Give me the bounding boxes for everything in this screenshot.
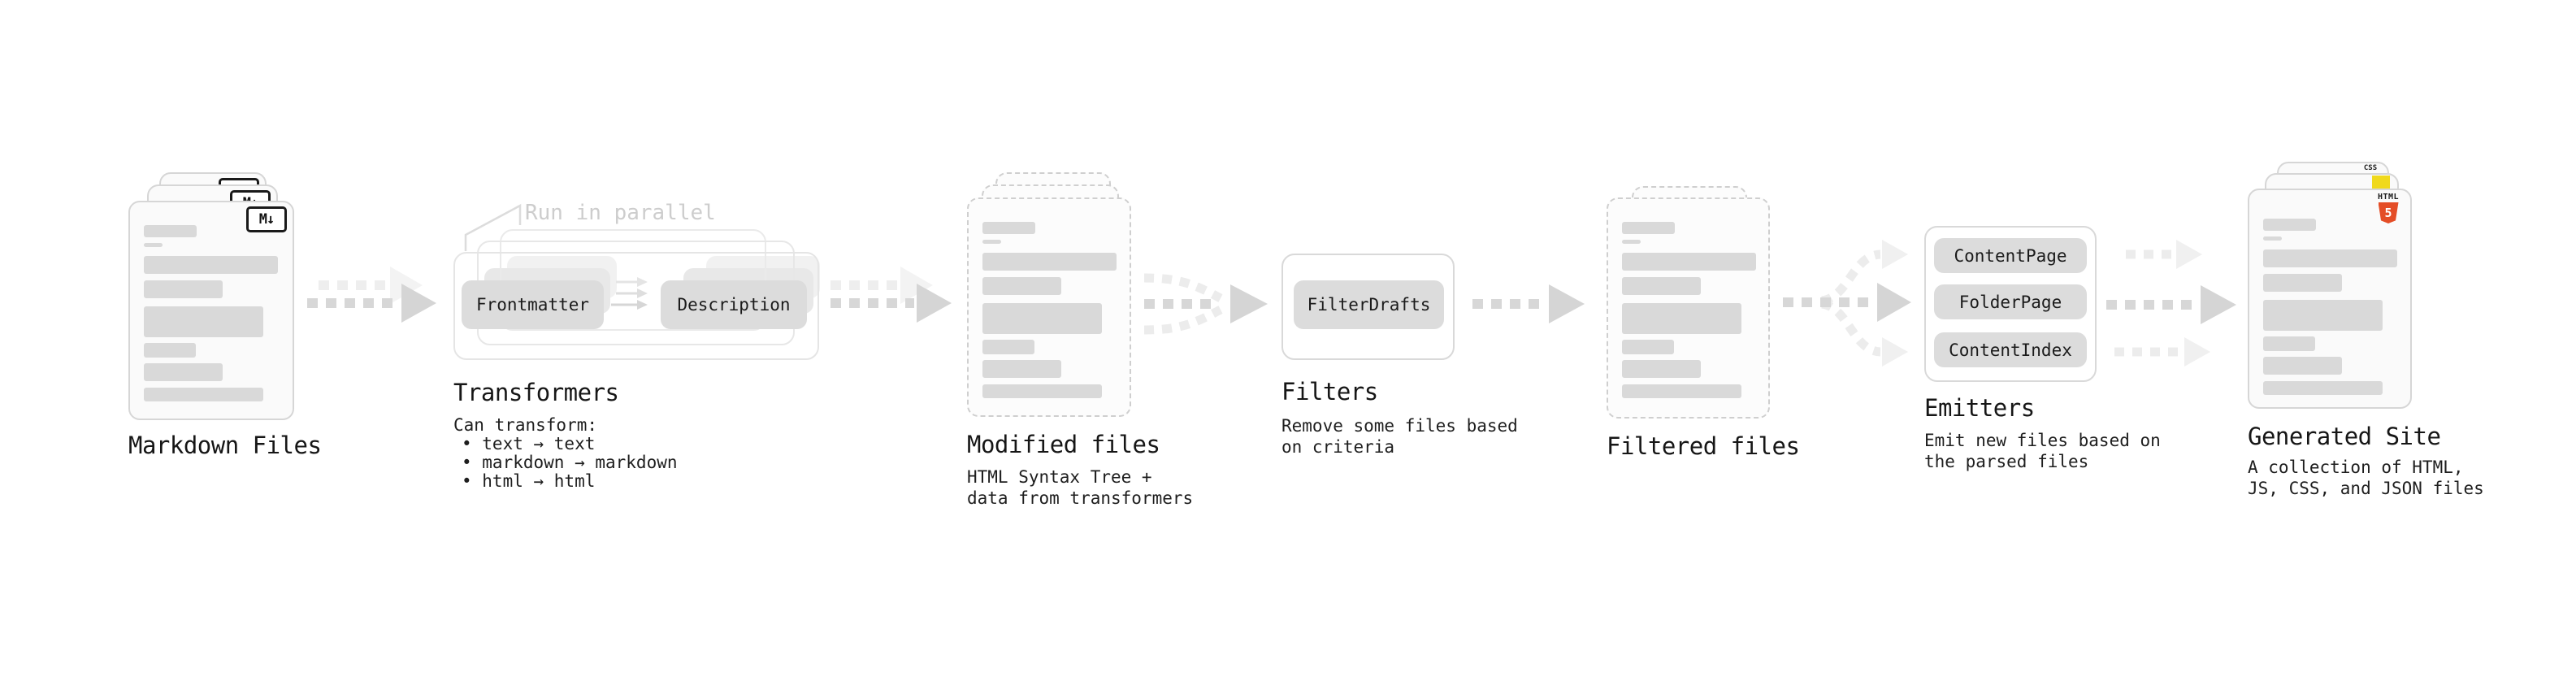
file-card-front	[967, 197, 1131, 417]
generated-site-description: A collection of HTML, JS, CSS, and JSON …	[2248, 458, 2484, 498]
file-card-html: HTML 5	[2248, 189, 2412, 409]
arrow-filters-to-filtered-icon	[1472, 284, 1585, 323]
html5-icon: HTML 5	[2376, 193, 2400, 223]
emitters-description: Emit new files based on the parsed files	[1924, 431, 2161, 471]
contentindex-pill: ContentIndex	[1934, 332, 2087, 367]
arrow-emitters-to-generated-icon	[2106, 240, 2236, 367]
markdown-icon: M↓	[246, 206, 287, 232]
filters-description: Remove some files based on criteria	[1281, 416, 1518, 457]
arrow-markdown-to-transformers-icon	[307, 267, 436, 323]
can-transform-title: Can transform:	[453, 415, 598, 435]
bullet-item: • markdown → markdown	[462, 453, 678, 472]
doc-placeholder-bars	[982, 222, 1117, 398]
run-in-parallel-note: Run in parallel	[525, 201, 716, 225]
arrow-modified-to-filters-icon	[1143, 273, 1268, 335]
javascript-icon	[2372, 176, 2390, 189]
stage-label-generated-site: Generated Site	[2248, 423, 2441, 450]
doc-placeholder-bars	[1622, 222, 1756, 398]
transformer-box-back2	[500, 229, 766, 331]
stage-label-markdown-files: Markdown Files	[128, 432, 322, 459]
modified-files-description: HTML Syntax Tree + data from transformer…	[967, 467, 1194, 508]
stage-label-filtered-files: Filtered files	[1607, 432, 1800, 460]
frontmatter-pill: Frontmatter	[462, 280, 604, 329]
transformer-box-front	[453, 252, 819, 360]
file-card-front	[1607, 197, 1770, 419]
stage-label-filters: Filters	[1281, 378, 1378, 406]
file-card-front: M↓	[128, 201, 294, 420]
bullet-item: • text → text	[462, 434, 596, 453]
contentpage-pill: ContentPage	[1934, 238, 2087, 273]
arrow-filtered-to-emitters-icon	[1783, 240, 1911, 367]
folderpage-pill: FolderPage	[1934, 284, 2087, 319]
doc-placeholder-bars	[2263, 219, 2397, 395]
stage-label-modified-files: Modified files	[967, 431, 1160, 458]
bullet-item: • html → html	[462, 471, 596, 491]
arrow-transformers-to-modified-icon	[830, 267, 952, 323]
stage-label-transformers: Transformers	[453, 379, 619, 406]
description-pill: Description	[661, 280, 807, 329]
transformers-description: Can transform: • text → text • markdown …	[453, 416, 678, 491]
filterdrafts-pill: FilterDrafts	[1294, 280, 1444, 329]
doc-placeholder-bars	[144, 225, 278, 401]
stage-label-emitters: Emitters	[1924, 394, 2035, 422]
